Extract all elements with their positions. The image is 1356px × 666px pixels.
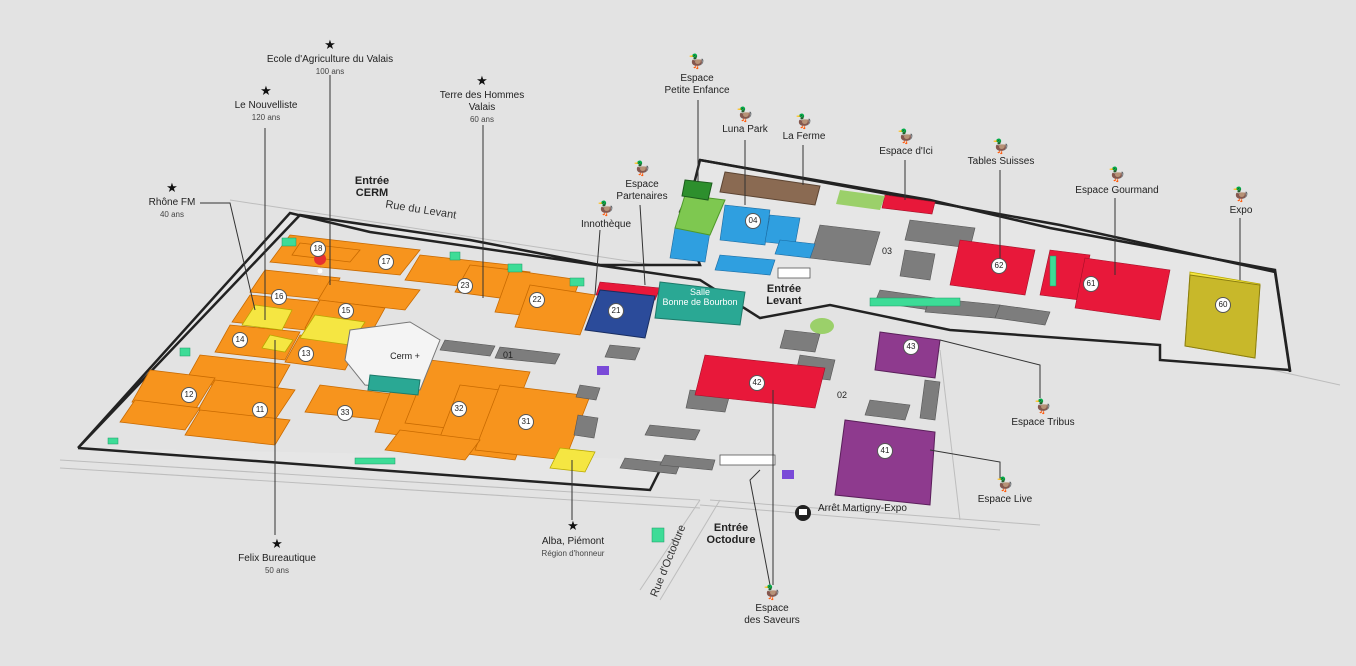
star-icon: ★ [271, 536, 283, 551]
hall-41 [834, 419, 936, 506]
zone-espace-saveurs[interactable]: Espace des Saveurs [744, 603, 800, 626]
hall-number[interactable]: 03 [881, 246, 892, 256]
zone-innotheque[interactable]: Innothèque [580, 219, 632, 230]
zone-espace-gourmand[interactable]: Espace Gourmand [1075, 185, 1159, 196]
hall-number[interactable]: 22 [529, 292, 545, 308]
duck-icon: 🦆 [597, 200, 615, 216]
hall-number[interactable]: 31 [518, 414, 534, 430]
hall-60 [1184, 274, 1261, 359]
duck-icon: 🦆 [996, 476, 1014, 492]
hall-number[interactable]: 41 [877, 443, 893, 459]
star-icon: ★ [567, 518, 579, 533]
roads [59, 199, 1341, 601]
zone-petite-enfance[interactable]: Espace Petite Enfance [664, 73, 730, 96]
duck-icon: 🦆 [1108, 166, 1126, 182]
blue-halls [669, 204, 816, 276]
duck-icon: 🦆 [736, 106, 754, 122]
entrance-cerm[interactable]: Entrée CERM [354, 175, 390, 199]
salle-bonne-de-bourbon [654, 281, 746, 326]
duck-icon: 🦆 [897, 128, 915, 144]
hall-number[interactable]: 61 [1083, 276, 1099, 292]
zone-la-ferme[interactable]: La Ferme [782, 131, 826, 142]
ici-green [836, 190, 885, 210]
entrance-gates [719, 267, 811, 466]
levant-roundabout [810, 318, 834, 334]
hall-number[interactable]: 15 [338, 303, 354, 319]
bus-stop-label: Arrêt Martigny-Expo [818, 503, 907, 514]
zone-luna-park[interactable]: Luna Park [722, 124, 768, 135]
cerm-building [344, 321, 441, 396]
hall-number[interactable]: 23 [457, 278, 473, 294]
hall-number[interactable]: 02 [836, 390, 847, 400]
hall-number[interactable]: 43 [903, 339, 919, 355]
star-icon: ★ [324, 37, 336, 52]
cerm-building-label: Cerm + [390, 351, 420, 361]
purple-booth [597, 366, 609, 375]
hall-number[interactable]: 04 [745, 213, 761, 229]
star-icon: ★ [476, 73, 488, 88]
petite-enfance-hall [681, 179, 713, 201]
salle-bonne-de-bourbon-label: Salle Bonne de Bourbon [662, 287, 738, 307]
zone-expo[interactable]: Expo [1229, 205, 1253, 216]
zone-espace-ici[interactable]: Espace d'Ici [879, 146, 933, 157]
teal-booths [107, 237, 1057, 543]
duck-icon: 🦆 [795, 113, 813, 129]
duck-icon: 🦆 [1232, 186, 1250, 202]
hall-number[interactable]: 12 [181, 387, 197, 403]
hall-number[interactable]: 32 [451, 401, 467, 417]
hall-number[interactable]: 01 [502, 350, 513, 360]
entrance-levant[interactable]: Entrée Levant [766, 283, 802, 307]
duck-icon: 🦆 [688, 53, 706, 69]
hall-number[interactable]: 11 [252, 402, 268, 418]
duck-icon: 🦆 [763, 584, 781, 600]
duck-icon: 🦆 [992, 138, 1010, 154]
petite-enfance-area [674, 194, 726, 236]
star-icon: ★ [166, 180, 178, 195]
star-icon: ★ [260, 83, 272, 98]
zone-espace-partenaires[interactable]: Espace Partenaires [616, 179, 668, 202]
right-perimeter [699, 158, 1292, 373]
hall-number[interactable]: 21 [608, 303, 624, 319]
zone-espace-tribus[interactable]: Espace Tribus [1011, 417, 1075, 428]
purple-booth-2 [782, 470, 794, 479]
duck-icon: 🦆 [1034, 398, 1052, 414]
hall-number[interactable]: 16 [271, 289, 287, 305]
hall-number[interactable]: 42 [749, 375, 765, 391]
entrance-octodure[interactable]: Entrée Octodure [706, 522, 756, 546]
hall-number[interactable]: 18 [310, 241, 326, 257]
hall-number[interactable]: 14 [232, 332, 248, 348]
hall-43 [874, 331, 941, 379]
hall-number[interactable]: 62 [991, 258, 1007, 274]
hall-number[interactable]: 60 [1215, 297, 1231, 313]
duck-icon: 🦆 [633, 160, 651, 176]
hall-number[interactable]: 33 [337, 405, 353, 421]
hall-number[interactable]: 13 [298, 346, 314, 362]
zone-espace-live[interactable]: Espace Live [977, 494, 1033, 505]
hall-number[interactable]: 17 [378, 254, 394, 270]
leader-lines [200, 75, 1241, 586]
zone-tables-suisses[interactable]: Tables Suisses [967, 156, 1035, 167]
